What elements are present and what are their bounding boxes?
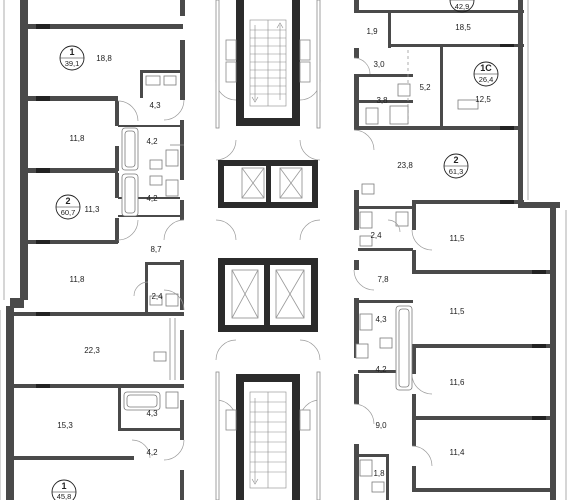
sink-icon: [361, 183, 375, 195]
toilet-icon: [359, 459, 373, 477]
room-area-label: 11,4: [450, 448, 466, 457]
room-area-label: 18,5: [455, 23, 471, 32]
unit-badge: 2 60,7: [55, 194, 81, 220]
svg-text:1С: 1С: [480, 63, 492, 73]
unit-badge: 42,9: [449, 0, 475, 13]
sink-icon: [379, 337, 393, 349]
svg-text:45,8: 45,8: [57, 492, 72, 500]
svg-text:61,3: 61,3: [449, 167, 464, 176]
svg-text:42,9: 42,9: [455, 2, 470, 11]
room-area-label: 2,4: [370, 231, 382, 240]
unit-badge: 1 39,1: [59, 45, 85, 71]
partition: [28, 24, 183, 29]
svg-text:26,4: 26,4: [479, 75, 494, 84]
right-facade-step: [518, 202, 560, 208]
stair-top: [249, 19, 287, 107]
toilet-icon: [359, 313, 373, 331]
room-area-label: 1,9: [366, 27, 378, 36]
partition: [14, 384, 184, 388]
room-area-label: 1,8: [373, 469, 385, 478]
kitchen-counter: [457, 99, 479, 110]
toilet-icon: [165, 179, 179, 197]
room-area-label: 11,5: [450, 307, 466, 316]
svg-text:39,1: 39,1: [65, 59, 80, 68]
sink-icon: [153, 351, 167, 362]
right-doors: [353, 57, 433, 467]
stair-bottom: [249, 391, 287, 489]
sink-icon: [145, 75, 161, 86]
partition: [14, 312, 184, 316]
room-area-label: 4,2: [146, 448, 158, 457]
room-area-label: 4,3: [146, 409, 158, 418]
left-facade-wall-lower: [6, 306, 14, 500]
partition: [14, 456, 134, 460]
room-area-label: 11,6: [450, 378, 466, 387]
room-area-label: 22,3: [84, 346, 100, 355]
room-area-label: 11,3: [85, 205, 101, 214]
svg-text:1: 1: [69, 47, 74, 57]
room-area-label: 7,8: [377, 275, 389, 284]
toilet-icon: [165, 149, 179, 167]
svg-text:2: 2: [453, 155, 458, 165]
shower-icon: [389, 105, 409, 125]
room-area-label: 8,7: [150, 245, 162, 254]
room-area-label: 11,8: [70, 275, 86, 284]
room-area-label: 11,8: [70, 134, 86, 143]
partition: [28, 240, 118, 244]
svg-text:60,7: 60,7: [61, 208, 76, 217]
sink-icon: [149, 175, 163, 186]
room-labels-left: 18,8 4,3 11,8 4,2 4,2 11,3 8,7 11,8 2,4 …: [57, 54, 163, 457]
svg-text:2: 2: [65, 196, 70, 206]
right-facade-wall: [550, 206, 556, 500]
partition: [28, 168, 118, 173]
toilet-icon: [165, 391, 179, 409]
room-area-label: 5,2: [419, 83, 431, 92]
room-area-label: 4,3: [375, 315, 387, 324]
unit-badge: 1 45,8: [51, 479, 77, 500]
toilet-icon: [365, 107, 379, 125]
room-area-label: 11,5: [450, 234, 466, 243]
toilet-icon: [163, 75, 177, 86]
sink-icon: [359, 235, 373, 247]
room-area-label: 18,8: [96, 54, 112, 63]
elevators-upper: [218, 160, 318, 208]
svg-text:1: 1: [61, 481, 66, 491]
left-bath-fixtures: [121, 75, 184, 411]
sink-icon: [149, 159, 163, 170]
sink-icon: [149, 295, 163, 306]
toilet-icon: [395, 211, 409, 227]
room-area-label: 23,8: [397, 161, 413, 170]
left-facade-wall: [20, 0, 28, 300]
room-area-label: 2,4: [151, 292, 163, 301]
unit-badge: 2 61,3: [443, 153, 469, 179]
left-facade-notch: [10, 298, 24, 308]
left-doors: [117, 99, 185, 461]
room-area-label: 4,3: [149, 101, 161, 110]
right-bath-fixtures: [355, 83, 479, 493]
unit-badges: 1 39,1 2 60,7 1 45,8 42,9 1С 26,4: [51, 0, 499, 500]
toilet-icon: [355, 343, 369, 359]
room-area-label: 9,0: [375, 421, 387, 430]
partition: [28, 96, 118, 101]
room-area-label: 4,2: [146, 194, 158, 203]
sink-icon: [371, 481, 385, 493]
room-area-label: 3,0: [373, 60, 385, 69]
room-area-label: 3,8: [376, 96, 388, 105]
room-area-label: 4,2: [375, 365, 387, 374]
core: [215, 0, 321, 500]
room-labels-right: 18,5 1,9 3,0 5,2 3,8 12,5 23,8 2,4 11,5 …: [366, 23, 491, 478]
unit-badge: 1С 26,4: [473, 61, 499, 87]
room-area-label: 12,5: [475, 95, 491, 104]
elevators-lower: [218, 258, 318, 332]
sink-icon: [397, 83, 411, 97]
toilet-icon: [359, 211, 373, 229]
room-area-label: 4,2: [146, 137, 158, 146]
room-area-label: 15,3: [57, 421, 73, 430]
toilet-icon: [165, 293, 179, 307]
right-section-walls: [354, 0, 567, 500]
